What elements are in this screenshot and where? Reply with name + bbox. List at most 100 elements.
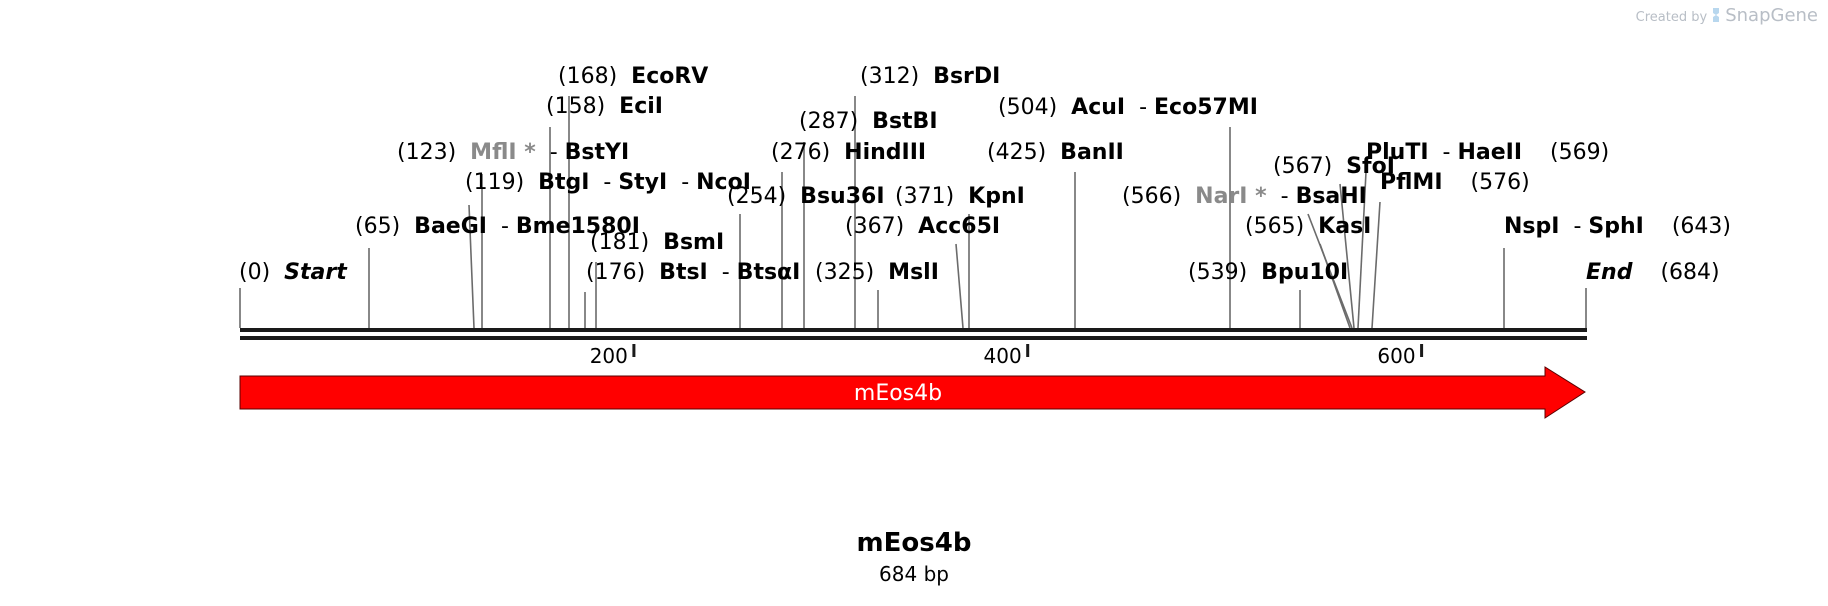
enzyme-name[interactable]: KpnI bbox=[968, 184, 1025, 209]
site-label[interactable]: (158) EciI bbox=[546, 94, 663, 119]
site-spacer bbox=[1304, 214, 1318, 239]
enzyme-name[interactable]: EcoRV bbox=[631, 64, 708, 89]
enzyme-name[interactable]: HindIII bbox=[844, 140, 926, 165]
site-label[interactable]: (565) KasI bbox=[1245, 214, 1371, 239]
enzyme-name[interactable]: BtsI bbox=[659, 260, 708, 285]
enzyme-name[interactable]: BstBI bbox=[872, 109, 937, 134]
site-label[interactable]: (325) MslI bbox=[815, 260, 939, 285]
enzyme-name[interactable]: BstYI bbox=[565, 140, 630, 165]
enzyme-name[interactable]: BsaHI bbox=[1296, 184, 1367, 209]
site-separator: - bbox=[1429, 140, 1458, 165]
site-label-text[interactable]: NspI - SphI (643) bbox=[1504, 214, 1731, 239]
enzyme-name[interactable]: PluTI bbox=[1366, 140, 1429, 165]
enzyme-name[interactable]: BaeGI bbox=[414, 214, 487, 239]
site-spacer bbox=[605, 94, 619, 119]
site-label-text[interactable]: (254) Bsu36I bbox=[727, 184, 885, 209]
enzyme-name[interactable]: NarI bbox=[1195, 184, 1247, 209]
site-label-text[interactable]: PflMI (576) bbox=[1380, 170, 1530, 195]
enzyme-name[interactable]: Start bbox=[284, 260, 348, 285]
enzyme-name[interactable]: MslI bbox=[888, 260, 939, 285]
enzyme-name[interactable]: BanII bbox=[1060, 140, 1124, 165]
site-label-text[interactable]: (119) BtgI - StyI - NcoI bbox=[465, 170, 751, 195]
enzyme-name[interactable]: Eco57MI bbox=[1154, 95, 1258, 120]
site-label[interactable]: (65) BaeGI - Bme1580I bbox=[355, 214, 640, 239]
site-label-text[interactable]: (566) NarI * - BsaHI bbox=[1122, 184, 1367, 209]
site-label[interactable]: NspI - SphI (643) bbox=[1504, 214, 1731, 239]
site-label-text[interactable]: (504) AcuI - Eco57MI bbox=[998, 95, 1258, 120]
enzyme-name[interactable]: Bme1580I bbox=[516, 214, 640, 239]
site-label-text[interactable]: PluTI - HaeII (569) bbox=[1366, 140, 1609, 165]
site-label[interactable]: (0) Start bbox=[239, 260, 348, 285]
enzyme-name[interactable]: NcoI bbox=[696, 170, 751, 195]
enzyme-name[interactable]: PflMI bbox=[1380, 170, 1443, 195]
site-line bbox=[1371, 201, 1381, 329]
site-label[interactable]: (567) SfoI bbox=[1273, 154, 1395, 179]
site-label-text[interactable]: (65) BaeGI - Bme1580I bbox=[355, 214, 640, 239]
site-label-text[interactable]: (567) SfoI bbox=[1273, 154, 1395, 179]
enzyme-name[interactable]: MflI bbox=[470, 140, 516, 165]
site-label[interactable]: (504) AcuI - Eco57MI bbox=[998, 95, 1258, 120]
site-label[interactable]: (176) BtsI - BtsαI bbox=[586, 260, 800, 285]
site-label[interactable]: End (684) bbox=[1586, 260, 1720, 285]
site-label[interactable]: (119) BtgI - StyI - NcoI bbox=[465, 170, 751, 195]
site-spacer bbox=[1443, 170, 1471, 195]
site-position: (425) bbox=[987, 140, 1046, 165]
site-label-text[interactable]: (312) BsrDI bbox=[860, 64, 1000, 89]
site-label[interactable]: (312) BsrDI bbox=[860, 64, 1000, 89]
site-label[interactable]: PflMI (576) bbox=[1380, 170, 1530, 195]
site-label-text[interactable]: End (684) bbox=[1586, 260, 1720, 285]
enzyme-name[interactable]: NspI bbox=[1504, 214, 1559, 239]
enzyme-name[interactable]: BtgI bbox=[538, 170, 589, 195]
site-label-text[interactable]: (539) Bpu10I bbox=[1188, 260, 1348, 285]
site-label-text[interactable]: (181) BsmI bbox=[590, 230, 724, 255]
site-label-text[interactable]: (565) KasI bbox=[1245, 214, 1371, 239]
site-label[interactable]: (123) MflI * - BstYI bbox=[397, 140, 629, 165]
site-label[interactable]: (276) HindIII bbox=[771, 140, 926, 165]
enzyme-name[interactable]: Bsu36I bbox=[800, 184, 884, 209]
feature-arrow[interactable] bbox=[239, 366, 1586, 419]
site-label-text[interactable]: (0) Start bbox=[239, 260, 348, 285]
site-label[interactable]: (181) BsmI bbox=[590, 230, 724, 255]
site-label-text[interactable]: (325) MslI bbox=[815, 260, 939, 285]
site-label[interactable]: (287) BstBI bbox=[799, 109, 938, 134]
enzyme-name[interactable]: Bpu10I bbox=[1261, 260, 1348, 285]
enzyme-name[interactable]: SphI bbox=[1588, 214, 1643, 239]
site-line bbox=[468, 204, 475, 329]
enzyme-name[interactable]: BsrDI bbox=[933, 64, 1000, 89]
site-spacer bbox=[1181, 184, 1195, 209]
site-separator: - bbox=[1125, 95, 1154, 120]
site-label-text[interactable]: (168) EcoRV bbox=[558, 64, 708, 89]
feature-mEos4b[interactable]: mEos4b bbox=[239, 366, 1586, 419]
site-spacer bbox=[524, 170, 538, 195]
site-label[interactable]: PluTI - HaeII (569) bbox=[1366, 140, 1609, 165]
site-position: (287) bbox=[799, 109, 858, 134]
site-label[interactable]: (539) Bpu10I bbox=[1188, 260, 1348, 285]
site-label-text[interactable]: (371) KpnI bbox=[895, 184, 1025, 209]
site-label-text[interactable]: (367) Acc65I bbox=[845, 214, 1000, 239]
site-label[interactable]: (168) EcoRV bbox=[558, 64, 708, 89]
site-label[interactable]: (254) Bsu36I bbox=[727, 184, 885, 209]
site-label[interactable]: (566) NarI * - BsaHI bbox=[1122, 184, 1367, 209]
site-label[interactable]: (367) Acc65I bbox=[845, 214, 1000, 239]
site-label-text[interactable]: (158) EciI bbox=[546, 94, 663, 119]
site-label[interactable]: (425) BanII bbox=[987, 140, 1124, 165]
enzyme-name[interactable]: KasI bbox=[1318, 214, 1371, 239]
ruler-tick-label: 600 bbox=[1377, 344, 1415, 368]
enzyme-name[interactable]: Acc65I bbox=[918, 214, 1000, 239]
watermark-brand: SnapGene bbox=[1725, 5, 1818, 26]
enzyme-name[interactable]: AcuI bbox=[1071, 95, 1125, 120]
site-label[interactable]: (371) KpnI bbox=[895, 184, 1025, 209]
site-label-text[interactable]: (425) BanII bbox=[987, 140, 1124, 165]
enzyme-name[interactable]: HaeII bbox=[1457, 140, 1522, 165]
site-position: (504) bbox=[998, 95, 1057, 120]
enzyme-name[interactable]: StyI bbox=[618, 170, 667, 195]
enzyme-name[interactable]: EciI bbox=[619, 94, 663, 119]
site-label-text[interactable]: (276) HindIII bbox=[771, 140, 926, 165]
enzyme-name[interactable]: End bbox=[1586, 260, 1633, 285]
site-label-text[interactable]: (176) BtsI - BtsαI bbox=[586, 260, 800, 285]
enzyme-name[interactable]: BtsαI bbox=[737, 260, 801, 285]
site-label-text[interactable]: (123) MflI * - BstYI bbox=[397, 140, 629, 165]
enzyme-name[interactable]: BsmI bbox=[663, 230, 724, 255]
site-label-text[interactable]: (287) BstBI bbox=[799, 109, 938, 134]
enzyme-name[interactable]: SfoI bbox=[1346, 154, 1395, 179]
